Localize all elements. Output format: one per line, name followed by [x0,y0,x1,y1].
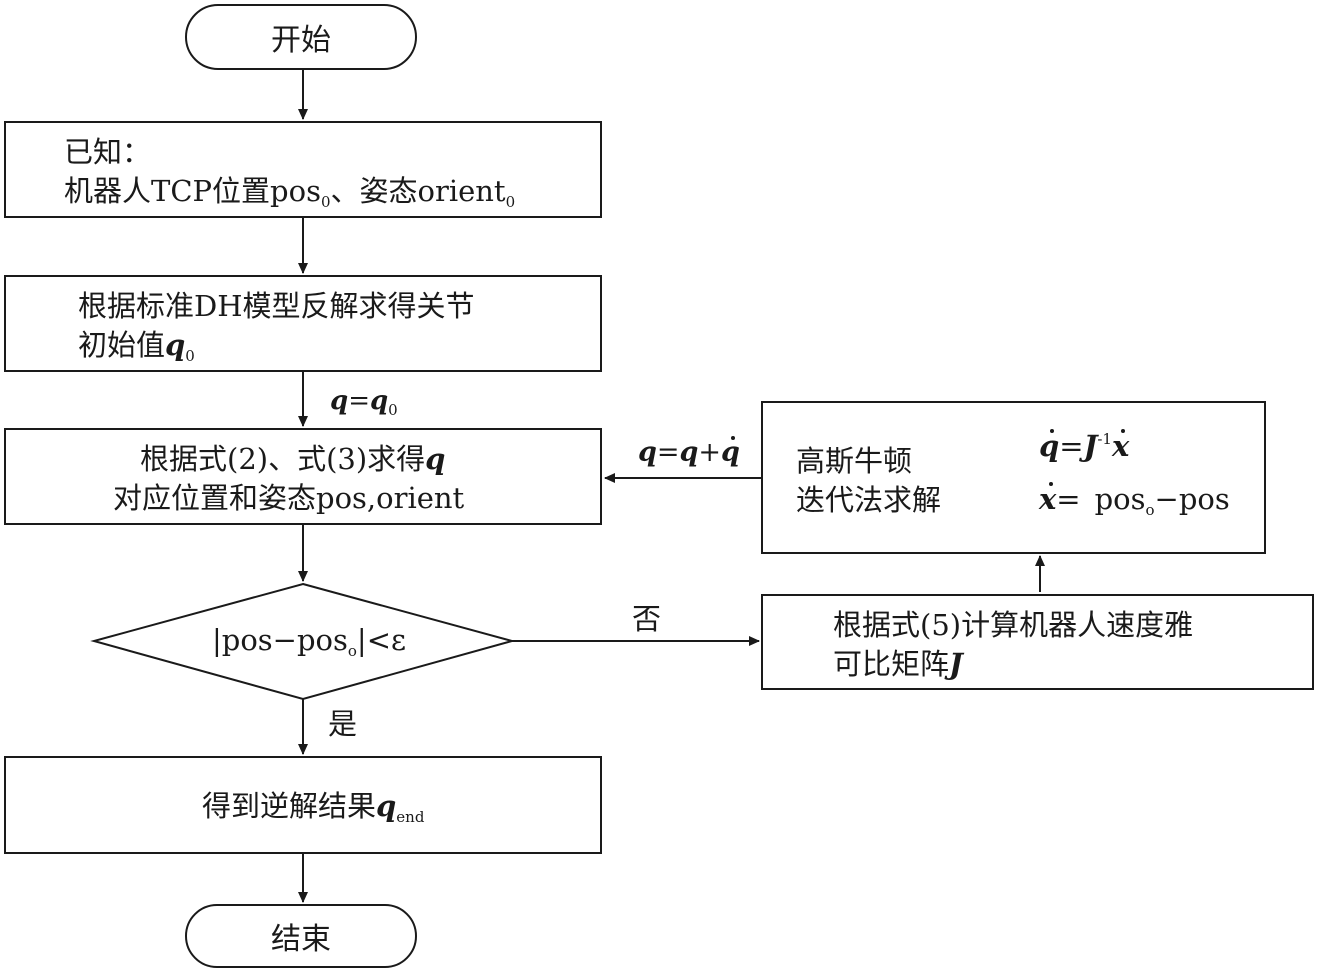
compute-pose-box: 根据式(2)、式(3)求得q 对应位置和姿态pos,orient [4,428,602,525]
jacobian-line2: 可比矩阵J [833,647,963,681]
gauss-line2: 迭代法求解 [796,483,942,517]
update-label: q=q+q [638,433,740,473]
assign-label: q=q0 [330,386,398,419]
compute-line2: 对应位置和姿态pos,orient [113,481,465,515]
gauss-equation-1: q=J-1x [1039,419,1129,466]
result-text: 得到逆解结果qend [202,789,425,826]
dh-line1: 根据标准DH模型反解求得关节 [78,289,475,323]
gauss-newton-box: 高斯牛顿 迭代法求解 q=J-1x x=poso−pos [761,401,1266,554]
decision-condition: |pos−poso|<ε [212,623,407,660]
known-box: 已知： 机器人TCP位置pos0、姿态orient0 [4,121,602,218]
compute-line1: 根据式(2)、式(3)求得q [140,442,446,476]
start-label: 开始 [271,23,331,58]
gauss-line1: 高斯牛顿 [796,444,913,478]
known-line2: 机器人TCP位置pos0、姿态orient0 [64,174,516,211]
decision-yes-label: 是 [328,707,358,741]
decision-no-label: 否 [632,602,662,636]
result-box: 得到逆解结果qend [4,756,602,854]
dh-line2: 初始值q0 [78,328,195,365]
start-terminal: 开始 [185,4,417,70]
known-line1: 已知： [64,135,152,169]
decision-diamond [90,582,516,701]
jacobian-line1: 根据式(5)计算机器人速度雅 [833,608,1194,642]
gauss-equation-2: x=poso−pos [1039,479,1230,530]
end-terminal: 结束 [185,904,417,968]
dh-initial-box: 根据标准DH模型反解求得关节 初始值q0 [4,275,602,372]
jacobian-box: 根据式(5)计算机器人速度雅 可比矩阵J [761,594,1314,690]
end-label: 结束 [271,922,331,957]
